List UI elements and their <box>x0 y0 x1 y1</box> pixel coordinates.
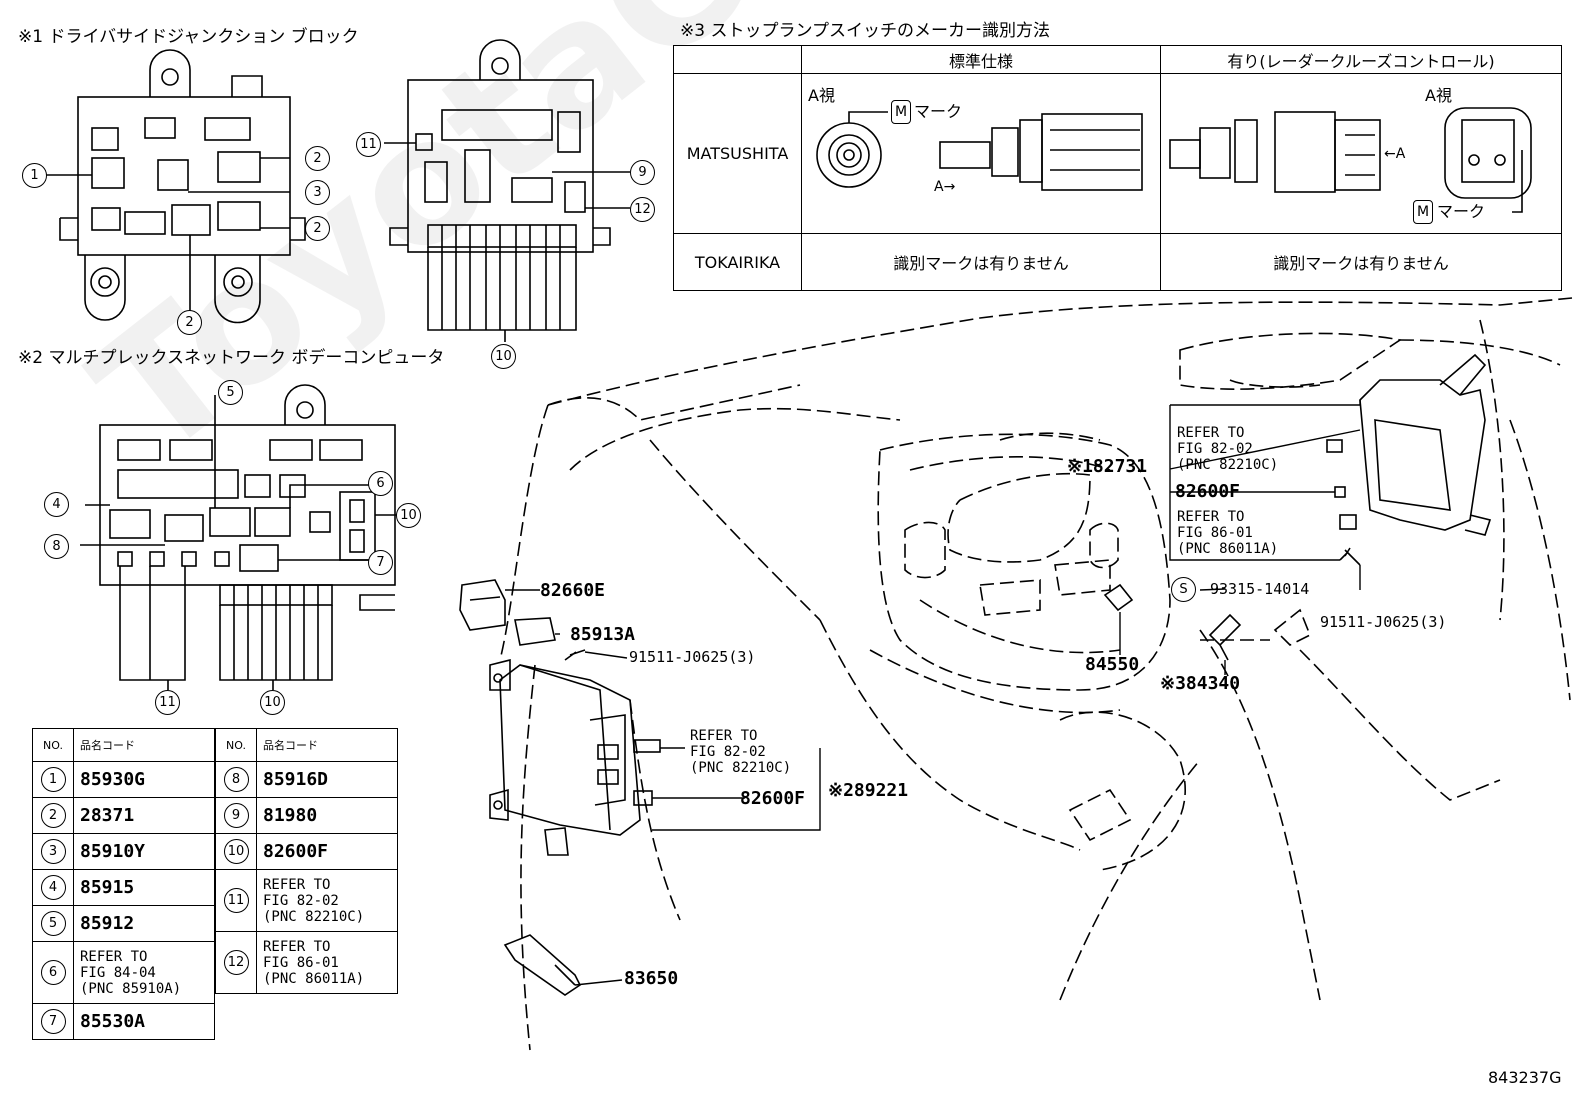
part-label-83650: 83650 <box>624 968 679 989</box>
row-no: 1 <box>40 767 66 792</box>
col-header-no: NO. <box>32 728 74 762</box>
section-heading-body-computer: ※2 マルチプレックスネットワーク ボデーコンピュータ <box>18 348 445 368</box>
row-no: 2 <box>40 803 66 828</box>
callout-10: 10 <box>491 344 516 369</box>
leader-lines <box>505 400 1361 986</box>
row-no: 9 <box>223 803 249 828</box>
section-heading-junction-block: ※1 ドライバサイドジャンクション ブロック <box>18 27 359 47</box>
row-code: 85530A <box>73 1003 215 1040</box>
col-header-code: 品名コード <box>73 728 215 762</box>
m-mark-icon: M <box>1413 200 1433 224</box>
row-code: REFER TO FIG 84-04 (PNC 85910A) <box>73 941 215 1004</box>
callout-2: 2 <box>305 146 330 171</box>
part-label-84550: 84550 <box>1085 654 1140 675</box>
part-label-82600f-lower: 82600F <box>740 788 806 809</box>
row-code: 85930G <box>73 761 215 798</box>
row-no: 8 <box>223 767 249 792</box>
part-label-82600f-upper: 82600F <box>1175 481 1241 502</box>
row-code: REFER TO FIG 82-02 (PNC 82210C) <box>256 869 398 932</box>
part-label-89221: ※289221 <box>828 780 909 801</box>
maker-id-table: 標準仕様 有り(レーダークルーズコントロール) MATSUSHITA TOKAI… <box>673 45 1562 291</box>
refer-fig-86-01: REFER TO FIG 86-01 (PNC 86011A) <box>1177 509 1279 557</box>
col-header-no: NO. <box>215 728 257 762</box>
row-code: 85916D <box>256 761 398 798</box>
junction-block-front-drawing <box>45 49 306 324</box>
part-label-85913a: 85913A <box>570 624 636 645</box>
callout-3: 3 <box>305 180 330 205</box>
view-a-label-right: A視 <box>1425 86 1452 105</box>
callout-4: 4 <box>44 492 69 517</box>
m-mark-icon: M <box>891 100 911 124</box>
view-a-label-left: A視 <box>808 86 835 105</box>
figure-id: 843237G <box>1488 1068 1562 1087</box>
callout-11: 11 <box>356 132 381 157</box>
arrow-a-label-right: ←A <box>1384 146 1406 162</box>
callout-10: 10 <box>396 503 421 528</box>
section-heading-maker-id: ※3 ストップランプスイッチのメーカー識別方法 <box>680 21 1050 41</box>
part-label-84340: ※384340 <box>1160 673 1241 694</box>
row-no: 11 <box>223 888 249 913</box>
callout-10: 10 <box>260 690 285 715</box>
maker-table-cell-tokairika-std: 識別マークは有りません <box>801 233 1161 291</box>
part-label-91511-j0625-left: 91511-J0625(3) <box>629 648 756 666</box>
row-code: 85910Y <box>73 833 215 870</box>
part-label-82660e: 82660E <box>540 580 606 601</box>
callout-5: 5 <box>218 380 243 405</box>
row-no: 5 <box>40 911 66 936</box>
row-code: REFER TO FIG 86-01 (PNC 86011A) <box>256 931 398 994</box>
callout-2: 2 <box>305 216 330 241</box>
maker-table-cell-matsushita-std <box>801 73 1161 234</box>
callout-1: 1 <box>22 163 47 188</box>
maker-table-col-standard: 標準仕様 <box>801 45 1161 74</box>
row-no: 7 <box>40 1009 66 1034</box>
s-mark-icon: S <box>1171 577 1196 602</box>
dashboard-outline <box>499 297 1573 1051</box>
maker-table-col-radar: 有り(レーダークルーズコントロール) <box>1160 45 1562 74</box>
row-no: 4 <box>40 875 66 900</box>
maker-table-row-matsushita: MATSUSHITA <box>673 73 802 234</box>
maker-table-cell-matsushita-radar <box>1160 73 1562 234</box>
maker-table-corner <box>673 45 802 74</box>
maker-table-cell-tokairika-radar: 識別マークは有りません <box>1160 233 1562 291</box>
row-no: 10 <box>223 839 249 864</box>
callout-7: 7 <box>368 550 393 575</box>
part-label-91511-j0625-right: 91511-J0625(3) <box>1320 613 1447 631</box>
row-no: 12 <box>223 950 249 975</box>
mark-label-left: マーク <box>914 102 963 121</box>
junction-block-rear-drawing <box>384 39 630 342</box>
row-code: 85912 <box>73 905 215 942</box>
maker-table-row-tokairika: TOKAIRIKA <box>673 233 802 291</box>
row-code: 85915 <box>73 869 215 906</box>
row-no: 6 <box>40 960 66 985</box>
callout-8: 8 <box>44 534 69 559</box>
arrow-a-label: A→ <box>934 179 956 195</box>
part-label-82731: ※182731 <box>1067 456 1148 477</box>
small-parts-drawings <box>459 353 1492 996</box>
refer-fig-82-02-lower: REFER TO FIG 82-02 (PNC 82210C) <box>690 728 792 776</box>
row-code: 82600F <box>256 833 398 870</box>
callout-11: 11 <box>155 690 180 715</box>
row-code: 81980 <box>256 797 398 834</box>
row-no: 3 <box>40 839 66 864</box>
callout-2: 2 <box>177 310 202 335</box>
mark-label-right: マーク <box>1437 202 1486 221</box>
part-label-93315-14014: 93315-14014 <box>1210 580 1310 598</box>
row-code: 28371 <box>73 797 215 834</box>
refer-fig-82-02-upper: REFER TO FIG 82-02 (PNC 82210C) <box>1177 425 1279 473</box>
callout-6: 6 <box>368 471 393 496</box>
parts-table-left: NO.品名コード 1 85930G 2 28371 3 85910Y 4 85915 5… <box>32 728 215 1040</box>
callout-9: 9 <box>630 160 655 185</box>
callout-12: 12 <box>630 197 655 222</box>
body-computer-drawing <box>80 384 400 690</box>
col-header-code: 品名コード <box>256 728 398 762</box>
